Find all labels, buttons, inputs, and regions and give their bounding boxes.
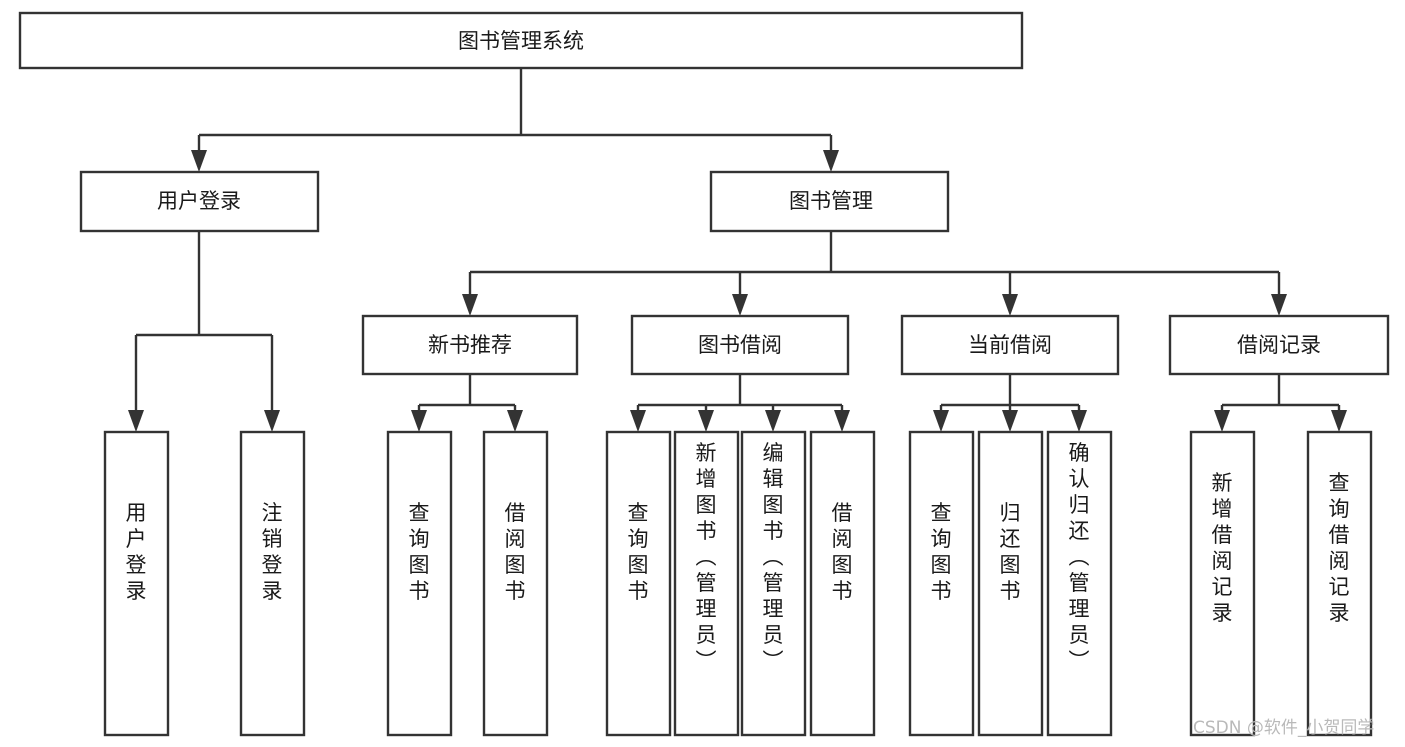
node-leaf-query-book-2-label: 查询图书 [628,501,649,603]
node-leaf-logout-login-box[interactable] [239,430,306,737]
arrowhead-leaf-query-book-3 [933,410,949,432]
node-leaf-confirm-return-label: 确认归还︵管理员︶ [1069,441,1090,673]
node-leaf-confirm-return-box[interactable] [1046,430,1113,737]
node-leaf-query-book-3-label: 查询图书 [931,501,952,603]
arrowhead-leaf-query-book-2 [630,410,646,432]
node-leaf-query-book-1-box[interactable] [386,430,453,737]
arrowhead-user-login [191,150,207,172]
node-current-borrow[interactable]: 当前借阅 [900,314,1120,376]
arrowhead-leaf-logout-login [264,410,280,432]
node-leaf-add-book-box[interactable] [673,430,740,737]
node-book-manage[interactable]: 图书管理 [709,170,950,233]
node-borrow-record-label: 借阅记录 [1237,333,1321,357]
node-leaf-borrow-book-2[interactable]: 借阅图书 [809,430,876,737]
node-leaf-borrow-book-1-label: 借阅图书 [505,501,526,603]
node-leaf-borrow-book-1[interactable]: 借阅图书 [482,430,549,737]
node-leaf-logout-login[interactable]: 注销登录 [239,430,306,737]
node-leaf-query-record-label: 查询借阅记录 [1329,471,1350,625]
arrowhead-leaf-return-book [1002,410,1018,432]
node-borrow-record-box[interactable] [1168,314,1390,376]
node-leaf-confirm-return[interactable]: 确认归还︵管理员︶ [1046,430,1113,737]
node-leaf-add-record[interactable]: 新增借阅记录 [1189,430,1256,737]
arrowhead-leaf-add-book [698,410,714,432]
arrowhead-new-book-recommend [462,294,478,316]
node-leaf-borrow-book-1-box[interactable] [482,430,549,737]
arrowhead-leaf-add-record [1214,410,1230,432]
node-root-label: 图书管理系统 [458,29,584,53]
node-book-manage-label: 图书管理 [789,189,873,213]
node-leaf-query-book-2[interactable]: 查询图书 [605,430,672,737]
node-leaf-edit-book-label: 编辑图书︵管理员︶ [763,441,784,673]
node-leaf-query-record-box[interactable] [1306,430,1373,737]
node-new-book-recommend-box[interactable] [361,314,579,376]
arrowhead-leaf-edit-book [765,410,781,432]
node-leaf-add-record-label: 新增借阅记录 [1212,471,1233,625]
node-leaf-query-book-3[interactable]: 查询图书 [908,430,975,737]
arrowhead-leaf-borrow-book-1 [507,410,523,432]
node-leaf-return-book-label: 归还图书 [1000,501,1021,603]
arrowhead-borrow-record [1271,294,1287,316]
arrowhead-leaf-confirm-return [1071,410,1087,432]
node-new-book-recommend[interactable]: 新书推荐 [361,314,579,376]
node-leaf-add-book-label: 新增图书︵管理员︶ [696,441,717,673]
arrowhead-leaf-query-book-1 [411,410,427,432]
arrowhead-book-borrow [732,294,748,316]
node-root[interactable]: 图书管理系统 [18,11,1024,70]
node-book-borrow-box[interactable] [630,314,850,376]
node-leaf-query-book-1[interactable]: 查询图书 [386,430,453,737]
node-root-box[interactable] [18,11,1024,70]
edge-layer [128,68,1347,432]
node-leaf-edit-book-box[interactable] [740,430,807,737]
node-user-login-box[interactable] [79,170,320,233]
node-leaf-query-book-1-label: 查询图书 [409,501,430,603]
node-leaf-return-book[interactable]: 归还图书 [977,430,1044,737]
arrowhead-leaf-query-record [1331,410,1347,432]
arrowhead-leaf-user-login [128,410,144,432]
arrowhead-current-borrow [1002,294,1018,316]
node-leaf-user-login-label: 用户登录 [126,501,147,603]
arrowhead-leaf-borrow-book-2 [834,410,850,432]
node-leaf-add-book[interactable]: 新增图书︵管理员︶ [673,430,740,737]
node-leaf-add-record-box[interactable] [1189,430,1256,737]
arrowhead-book-manage [823,150,839,172]
node-leaf-query-book-3-box[interactable] [908,430,975,737]
node-leaf-query-book-2-box[interactable] [605,430,672,737]
node-leaf-edit-book[interactable]: 编辑图书︵管理员︶ [740,430,807,737]
node-current-borrow-box[interactable] [900,314,1120,376]
node-leaf-return-book-box[interactable] [977,430,1044,737]
node-book-borrow-label: 图书借阅 [698,333,782,357]
node-book-manage-box[interactable] [709,170,950,233]
node-current-borrow-label: 当前借阅 [968,333,1052,357]
node-book-borrow[interactable]: 图书借阅 [630,314,850,376]
csdn-watermark: CSDN @软件_小贺同学 [1193,718,1374,738]
node-user-login-label: 用户登录 [157,189,241,213]
node-borrow-record[interactable]: 借阅记录 [1168,314,1390,376]
node-leaf-query-record[interactable]: 查询借阅记录 [1306,430,1373,737]
node-leaf-logout-login-label: 注销登录 [262,501,283,603]
node-leaf-borrow-book-2-label: 借阅图书 [832,501,853,603]
node-leaf-borrow-book-2-box[interactable] [809,430,876,737]
node-leaf-user-login[interactable]: 用户登录 [103,430,170,737]
node-leaf-user-login-box[interactable] [103,430,170,737]
node-user-login[interactable]: 用户登录 [79,170,320,233]
node-new-book-recommend-label: 新书推荐 [428,333,512,357]
